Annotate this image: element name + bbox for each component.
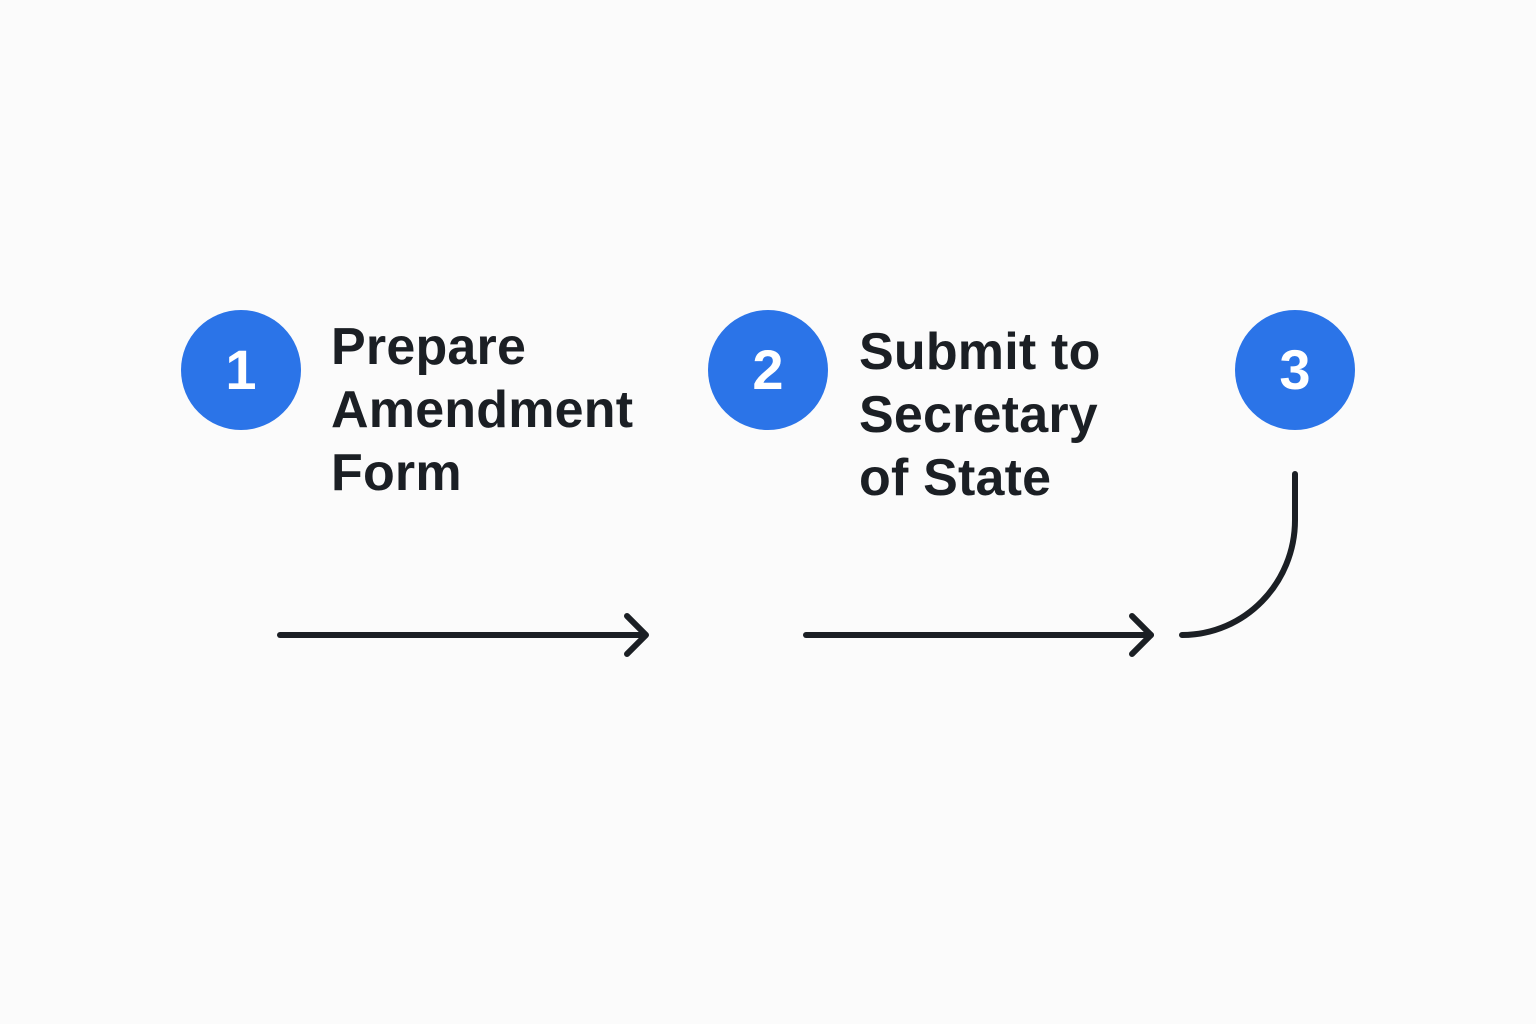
arrow-1-to-2 (277, 613, 649, 657)
curved-connector (1179, 471, 1298, 638)
step-1-number: 1 (225, 338, 257, 401)
step-1-label-line: Amendment (331, 381, 634, 439)
arrow-2-head (1129, 613, 1154, 657)
step-2-label-line: of State (859, 449, 1052, 507)
step-1-badge: 1 (181, 310, 301, 430)
arrow-1-head (624, 613, 649, 657)
step-3-number: 3 (1279, 338, 1311, 401)
step-2-label: Submit to Secretary of State (859, 321, 1101, 510)
step-3-badge: 3 (1235, 310, 1355, 430)
step-2-label-line: Submit to (859, 323, 1101, 381)
step-1-label: Prepare Amendment Form (331, 316, 633, 505)
step-1-label-line: Form (331, 444, 462, 502)
arrow-2-to-3 (803, 613, 1154, 657)
step-1-label-line: Prepare (331, 318, 527, 376)
step-2-label-line: Secretary (859, 386, 1098, 444)
step-2-badge: 2 (708, 310, 828, 430)
step-2-number: 2 (752, 338, 784, 401)
